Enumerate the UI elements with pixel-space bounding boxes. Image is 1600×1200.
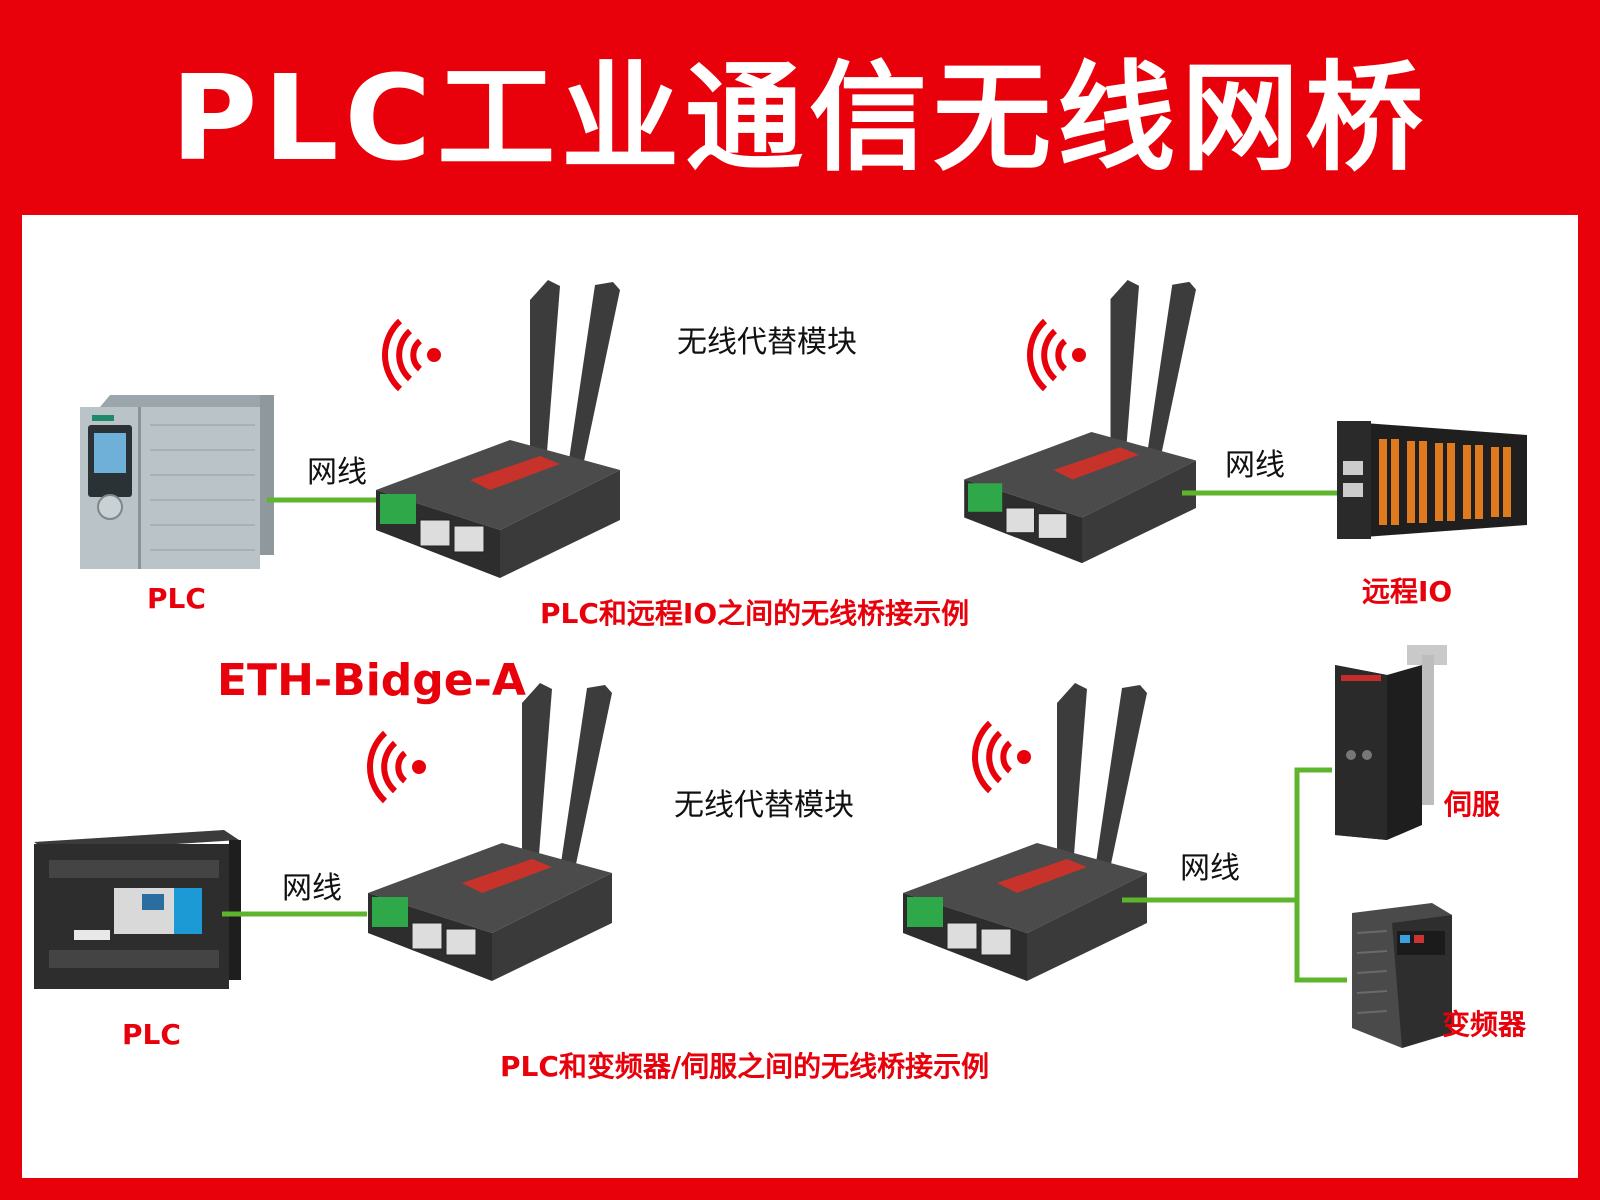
cable-label-bottom-left: 网线: [282, 871, 342, 906]
wifi-signal-icon-bottom-right: [971, 720, 1031, 794]
ethernet-cable-top-right: [1182, 490, 1342, 496]
device-label-plc-bottom: PLC: [122, 1018, 181, 1051]
cable-label-bottom-right: 网线: [1180, 851, 1240, 886]
page-title: PLC工业通信无线网桥: [170, 49, 1430, 187]
wifi-signal-icon-top-left: [381, 318, 441, 392]
caption-bottom: PLC和变频器/伺服之间的无线桥接示例: [500, 1050, 990, 1083]
model-name: ETH-Bidge-A: [217, 655, 526, 706]
device-label-inverter: 变频器: [1442, 1008, 1527, 1041]
device-label-plc-top: PLC: [147, 582, 206, 615]
ethernet-cable-bottom-right: [1122, 767, 1347, 983]
wireless-bridge-router-bottom-left: [368, 683, 612, 981]
wireless-bridge-router-bottom-right: [903, 683, 1147, 981]
wireless-label-bottom: 无线代替模块: [674, 788, 854, 823]
cable-label-top-right: 网线: [1225, 448, 1285, 483]
servo-drive: [1335, 645, 1447, 840]
header-banner: PLC工业通信无线网桥: [0, 0, 1600, 215]
wireless-bridge-router-top-left: [376, 280, 620, 578]
remote-io-device: [1337, 421, 1527, 539]
wireless-bridge-router-top-right: [964, 280, 1196, 564]
ethernet-cable-bottom-left: [222, 911, 367, 917]
caption-top: PLC和远程IO之间的无线桥接示例: [540, 597, 970, 630]
ethernet-cable-top-left: [267, 497, 387, 503]
plc-device-top: [80, 395, 274, 569]
cable-label-top-left: 网线: [307, 455, 367, 490]
diagram-panel: 网线 无线代替模块 网线: [22, 215, 1578, 1178]
frequency-inverter: [1352, 903, 1452, 1048]
plc-device-bottom: [34, 830, 241, 989]
device-label-servo: 伺服: [1444, 788, 1501, 821]
wireless-label-top: 无线代替模块: [677, 325, 857, 360]
device-label-remote-io: 远程IO: [1362, 575, 1453, 608]
wifi-signal-icon-top-right: [1026, 318, 1086, 392]
wifi-signal-icon-bottom-left: [366, 730, 426, 804]
